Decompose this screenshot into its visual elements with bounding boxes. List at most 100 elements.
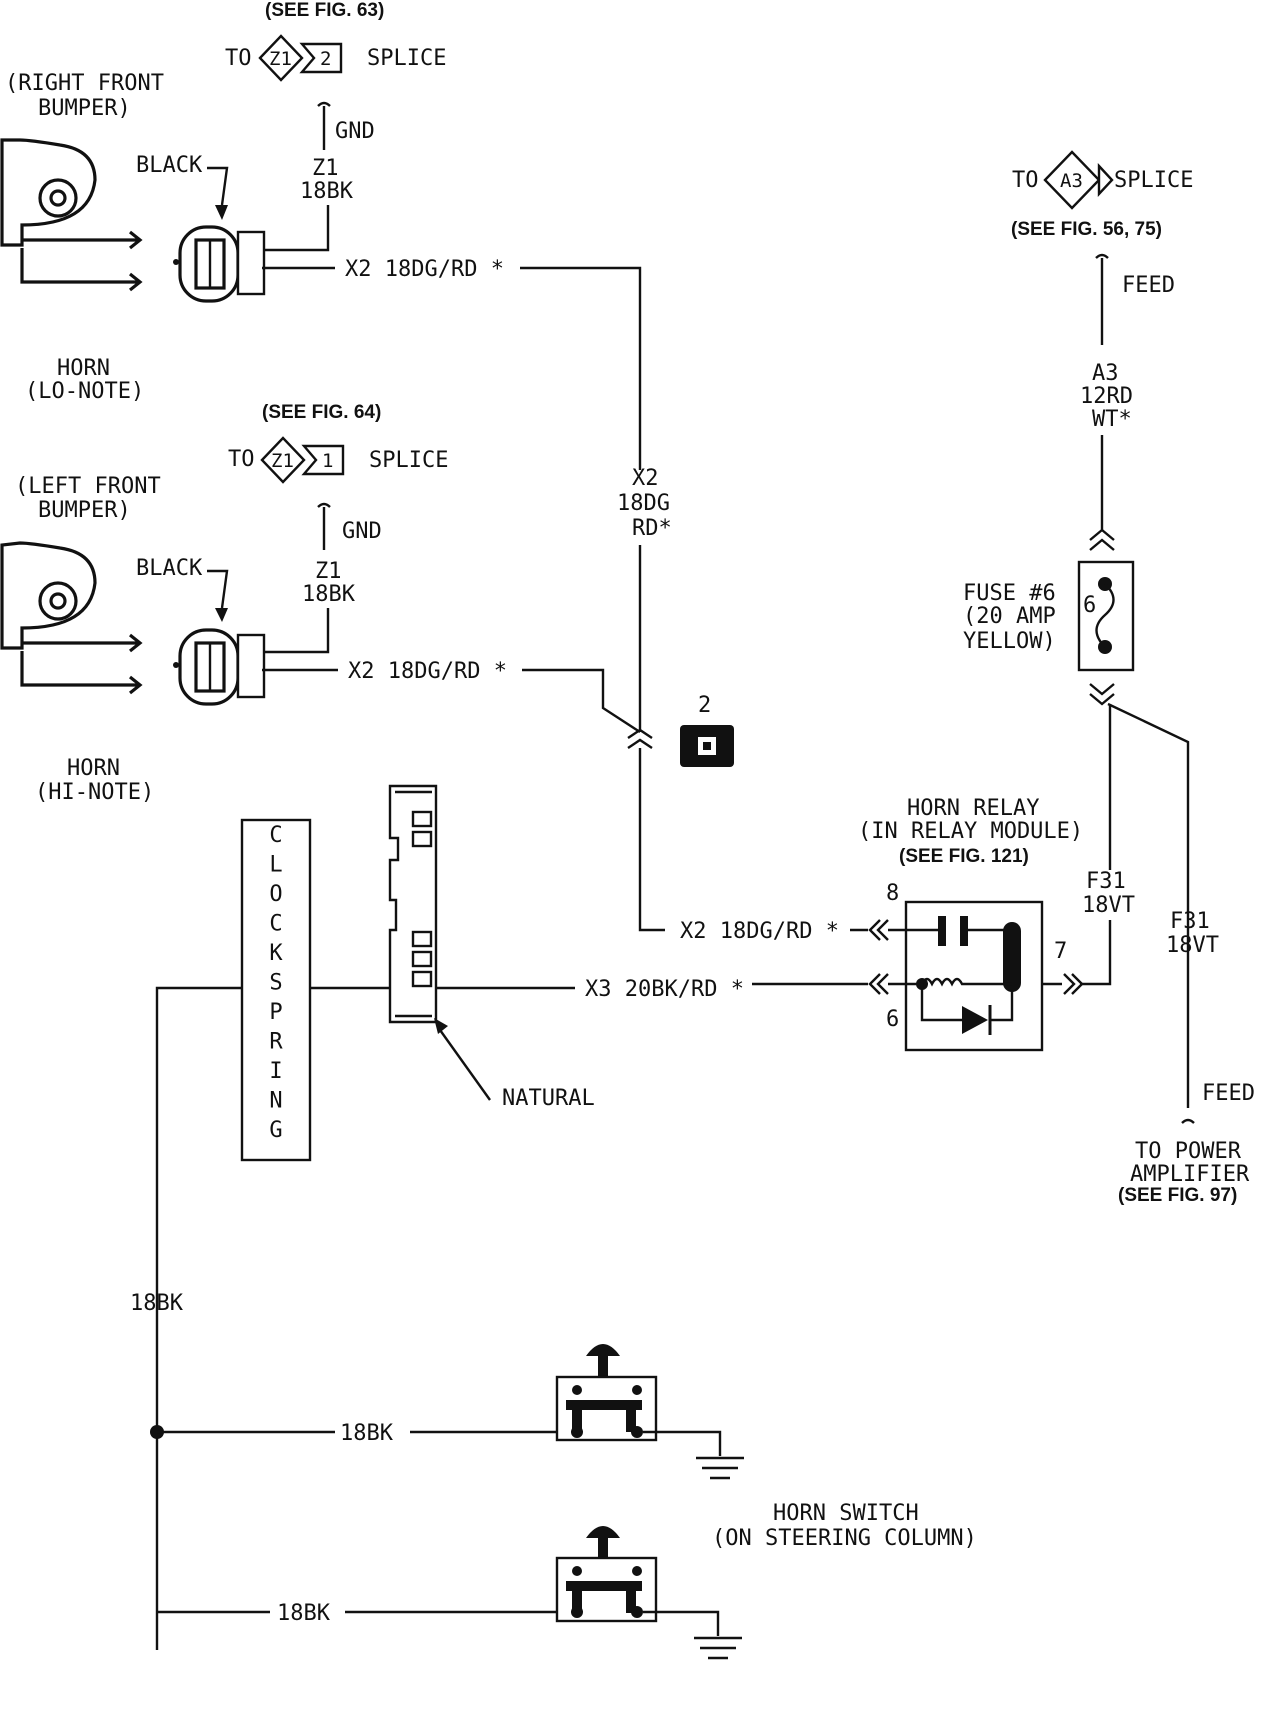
horn-lo-gnd: GND [335,119,375,144]
fuse-element-icon [1095,577,1115,654]
horn-lo-connector-icon [173,225,266,303]
fuse-out-connector-icon [1089,683,1115,706]
relay-title-1: HORN RELAY [907,796,1039,821]
horn-hi-group: (SEE FIG. 64) TO Z1 1 SPLICE GND Z1 18BK… [0,402,641,805]
relay-x2-wire-label: X2 18DG/RD * [680,919,839,944]
fuse-in-connector-icon [1089,528,1115,551]
splice-a3-ref: (SEE FIG. 56, 75) [1011,219,1162,240]
splice-z1-2-pin-tag-icon [299,42,343,74]
splice-z1-1-to: TO [228,447,255,472]
horn-lo-icon [0,138,143,292]
horn-relay-group: HORN RELAY (IN RELAY MODULE) (SEE FIG. 1… [585,796,1135,1052]
natural-connector-icon [388,784,438,1024]
horn-switch-feed-left [155,986,242,1650]
horn-switch-name-1: HORN SWITCH [773,1501,919,1526]
clockspring-letter: N [269,1089,282,1114]
clockspring-letter: G [269,1118,282,1143]
splice-z1-2-to: TO [225,46,252,71]
horn-switch-group: 18BK 18BK 18BK [130,1291,977,1660]
x3-wire-right [752,973,906,995]
horn-lo-connector-color: BLACK [136,153,203,178]
horn-lo-callout [207,166,229,206]
horn-hi-location-2: BUMPER) [38,498,131,523]
f31-amp-wire [1107,702,1190,1108]
gnd-break-icon-2 [317,502,331,550]
horn-hi-icon [0,541,143,695]
clockspring-box [240,818,312,1162]
clockspring-letter: R [269,1030,283,1055]
relay-pin7-connector-icon [1042,973,1084,995]
clockspring-letter: I [269,1059,282,1084]
splice-a3-word: SPLICE [1114,168,1193,193]
clockspring-letter: C [269,912,282,937]
a3-feed-label: FEED [1122,273,1175,298]
x2-vertical-gauge: 18DG [617,491,670,516]
horn-hi-gnd: GND [342,519,382,544]
horn-hi-name-2: (HI-NOTE) [35,780,154,805]
switch-lower-wire-label: 18BK [277,1601,331,1626]
splice-z1-1-id: Z1 [271,450,294,472]
f31-relay-id: F31 [1086,869,1126,894]
x2-lo-wire [520,266,642,470]
relay-title-2: (IN RELAY MODULE) [858,819,1083,844]
splice-z1-2-id: Z1 [269,48,292,70]
splice-z1-2-ref: (SEE FIG. 63) [265,0,384,21]
splice-z1-1-word: SPLICE [369,448,448,473]
f31-relay-gauge: 18VT [1082,893,1135,918]
f31-relay-to-pin7 [1080,920,1112,986]
horn-hi-feed-wire-label: X2 18DG/RD * [348,659,507,684]
horn-hi-ground-wire-gauge: 18BK [302,582,356,607]
amp-ref: (SEE FIG. 97) [1118,1185,1237,1206]
splice-z1-2-pin: 2 [320,48,331,70]
switch-upper-wire-label: 18BK [340,1421,394,1446]
natural-callout-arrow-icon [434,1018,448,1034]
horn-hi-location-1: (LEFT FRONT [15,474,161,499]
f31-amp-id: F31 [1170,909,1210,934]
horn-lo-feed-wire-label: X2 18DG/RD * [345,257,504,282]
a3-wire-gauge: 12RD [1080,384,1133,409]
splice-z1-1-pin-tag-icon [301,444,345,476]
horn-hi-callout [207,569,229,609]
horn-switch-lower-icon [555,1526,742,1660]
amp-feed-label: FEED [1202,1081,1255,1106]
amp-feed-group: F31 18VT FEED TO POWER AMPLIFIER (SEE FI… [1118,909,1255,1206]
horn-hi-name-1: HORN [67,756,120,781]
fuse-line-3: YELLOW) [963,629,1056,654]
natural-callout [439,1029,491,1101]
horn-lo-ground-wire-id: Z1 [312,156,339,181]
x2-trunk: X2 18DG RD* 2 [617,466,734,932]
clockspring-letter: O [269,882,282,907]
x2-trunk-lower [638,748,665,932]
relay-pin8-connector-icon [850,919,906,941]
connector-2-icon [680,725,734,767]
horn-lo-name-2: (LO-NOTE) [25,379,144,404]
horn-lo-location-1: (RIGHT FRONT [5,71,164,96]
x2-vertical-id: X2 [632,466,659,491]
connector-2-number: 2 [698,693,711,718]
horn-lo-ground-wire [262,205,330,252]
a3-feed-group: TO A3 SPLICE (SEE FIG. 56, 75) FEED A3 1… [963,150,1193,1108]
clockspring-letter: C [269,823,282,848]
fuse-line-2: (20 AMP [963,604,1056,629]
relay-internals-icon [906,916,1021,1035]
horn-hi-ground-wire [262,608,330,654]
relay-x3-wire-label: X3 20BK/RD * [585,977,744,1002]
horn-switch-upper-icon [555,1344,744,1480]
splice-z1-1-diamond-icon [260,436,306,484]
horn-hi-callout-arrow-icon [215,608,228,622]
splice-a3-arrow-icon [1097,162,1114,198]
amp-line-1: TO POWER [1135,1139,1242,1164]
relay-box [904,900,1044,1052]
natural-label: NATURAL [502,1086,595,1111]
splice-z1-1-pin: 1 [322,450,333,472]
horn-hi-ground-wire-id: Z1 [315,559,342,584]
switch-vertical-wire-label: 18BK [130,1291,184,1316]
f31-amp-gauge: 18VT [1166,933,1219,958]
horn-lo-group: (SEE FIG. 63) TO Z1 2 SPLICE GND Z1 18BK… [0,0,642,470]
horn-lo-ground-wire-gauge: 18BK [300,179,354,204]
horn-lo-callout-arrow-icon [215,205,228,220]
horn-lo-location-2: BUMPER) [38,96,131,121]
relay-pin-7: 7 [1054,939,1067,964]
